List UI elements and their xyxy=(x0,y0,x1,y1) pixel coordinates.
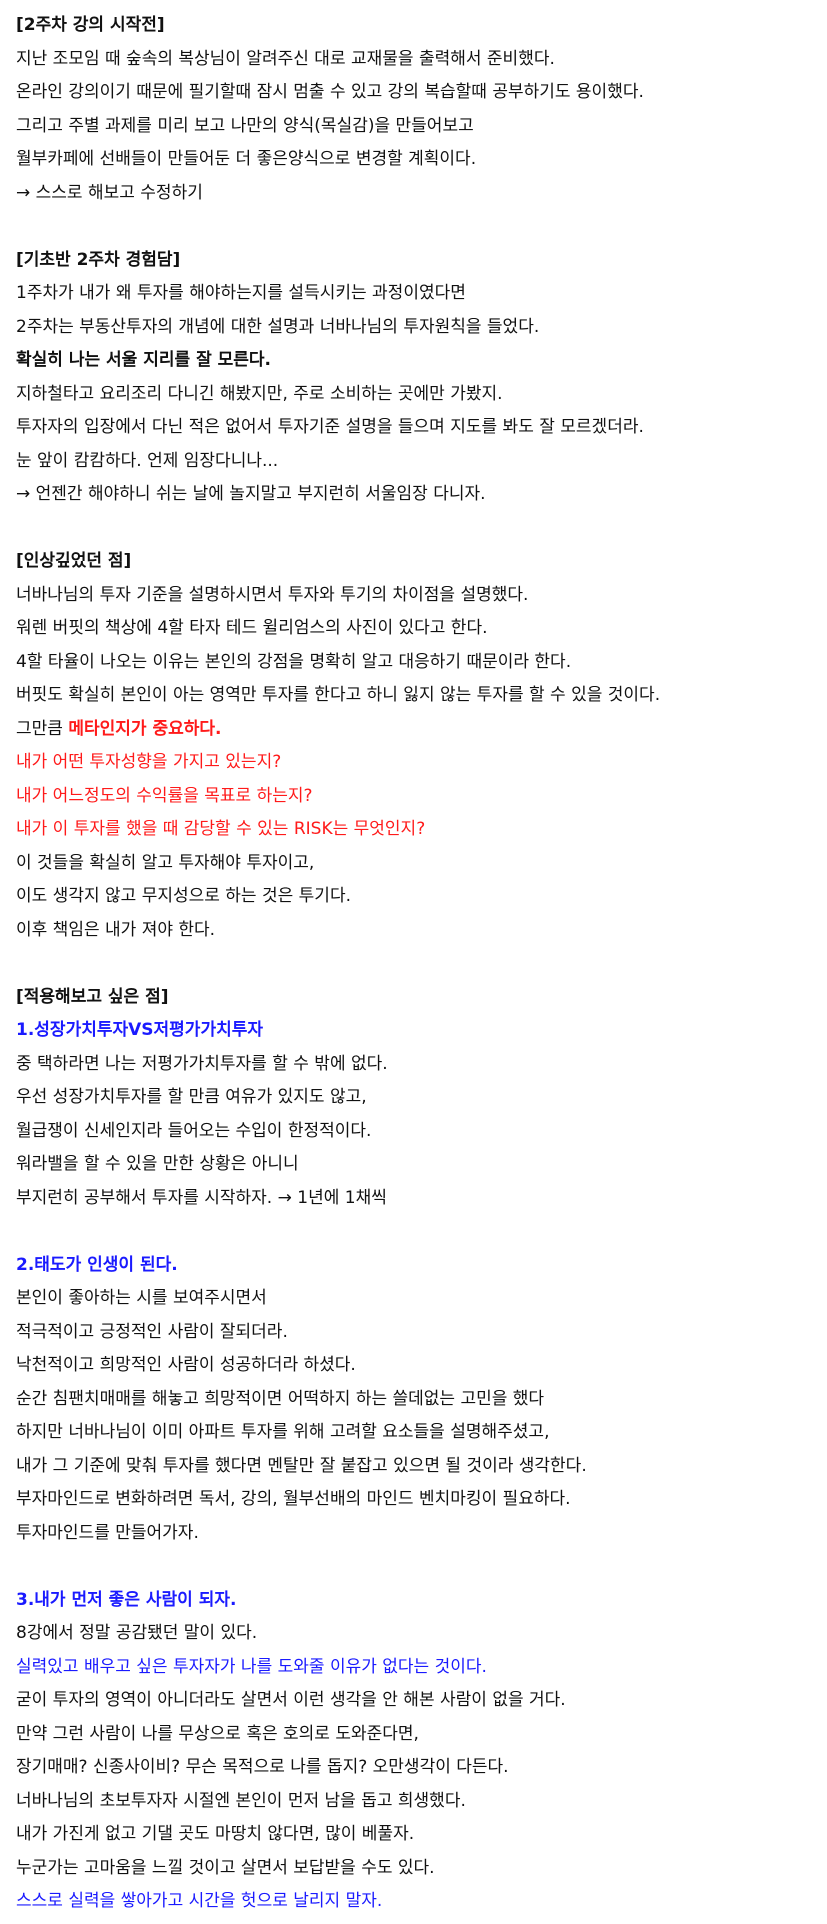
text-line: 너바나님의 투자 기준을 설명하시면서 투자와 투기의 차이점을 설명했다. xyxy=(16,584,529,605)
text-line: 중 택하라면 나는 저평가가치투자를 할 수 밖에 없다. xyxy=(16,1053,388,1074)
text-line: 장기매매? 신종사이비? 무슨 목적으로 나를 돕지? 오만생각이 다든다. xyxy=(16,1757,509,1777)
text-line: 8강에서 정말 공감됐던 말이 있다. xyxy=(16,1623,258,1643)
text-line: 월부카페에 선배들이 만들어둔 더 좋은양식으로 변경할 계획이다. xyxy=(16,149,477,169)
text-line: 하지만 너바나님이 이미 아파트 투자를 위해 고려할 요소들을 설명해주셨고, xyxy=(16,1422,550,1442)
text-line: 워라밸을 할 수 있을 만한 상황은 아니니 xyxy=(16,1154,299,1174)
highlighted-line: 내가 이 투자를 했을 때 감당할 수 있는 RISK는 무엇인지? xyxy=(16,819,426,839)
text-line: 온라인 강의이기 때문에 필기할때 잠시 멈출 수 있고 강의 복습할때 공부하… xyxy=(16,82,644,102)
text-line: 부자마인드로 변화하려면 독서, 강의, 월부선배의 마인드 벤치마킹이 필요하… xyxy=(16,1489,571,1509)
section-heading: [2주차 강의 시작전] xyxy=(16,15,165,35)
text-line: 눈 앞이 캄캄하다. 언제 임장다니나... xyxy=(16,450,279,471)
section-heading: 확실히 나는 서울 지리를 잘 모른다. xyxy=(16,350,272,370)
subsection-heading: 2.태도가 인생이 된다. xyxy=(16,1254,178,1275)
text-line: 지난 조모임 때 숲속의 복상님이 알려주신 대로 교재물을 출력해서 준비했다… xyxy=(16,48,555,69)
section-heading: [적용해보고 싶은 점] xyxy=(16,986,169,1007)
text-line: 이 것들을 확실히 알고 투자해야 투자이고, xyxy=(16,852,315,873)
text-prefix: 그만큼 xyxy=(16,718,69,739)
section-heading: [기초반 2주차 경험담] xyxy=(16,249,181,270)
text-line: 투자자의 입장에서 다닌 적은 없어서 투자기준 설명을 들으며 지도를 봐도 … xyxy=(16,417,644,437)
text-line: 굳이 투자의 영역이 아니더라도 살면서 이런 생각을 안 해본 사람이 없을 … xyxy=(16,1690,566,1710)
text-line: 이후 책임은 내가 져야 한다. xyxy=(16,919,216,940)
text-line: 누군가는 고마움을 느낄 것이고 살면서 보답받을 수도 있다. xyxy=(16,1857,435,1878)
section-heading: [인상깊었던 점] xyxy=(16,551,132,571)
text-line: 지하철타고 요리조리 다니긴 해봤지만, 주로 소비하는 곳에만 가봤지. xyxy=(16,383,503,404)
text-line: 2주차는 부동산투자의 개념에 대한 설명과 너바나님의 투자원칙을 들었다. xyxy=(16,316,540,337)
text-line: 이도 생각지 않고 무지성으로 하는 것은 투기다. xyxy=(16,886,351,906)
text-line: 투자마인드를 만들어가자. xyxy=(16,1522,199,1543)
text-line: 내가 그 기준에 맞춰 투자를 했다면 멘탈만 잘 붙잡고 있으면 될 것이라 … xyxy=(16,1455,587,1476)
text-line: 적극적이고 긍정적인 사람이 잘되더라. xyxy=(16,1321,288,1342)
text-line: 4할 타율이 나오는 이유는 본인의 강점을 명확히 알고 대응하기 때문이라 … xyxy=(16,651,572,672)
text-line: 부지런히 공부해서 투자를 시작하자. → 1년에 1채씩 xyxy=(16,1187,387,1208)
text-line: 1주차가 내가 왜 투자를 해야하는지를 설득시키는 과정이였다면 xyxy=(16,283,466,303)
text-line: 본인이 좋아하는 시를 보여주시면서 xyxy=(16,1288,267,1308)
text-line: 낙천적이고 희망적인 사람이 성공하더라 하셨다. xyxy=(16,1355,356,1375)
text-line: → 언젠간 해야하니 쉬는 날에 놀지말고 부지런히 서울임장 다니자. xyxy=(16,484,486,504)
highlight-text: 메타인지가 중요하다. xyxy=(68,718,222,739)
text-line-mixed: 그만큼 메타인지가 중요하다. xyxy=(16,718,826,740)
highlighted-line: 내가 어떤 투자성향을 가지고 있는지? xyxy=(16,752,282,772)
text-line: 우선 성장가치투자를 할 만큼 여유가 있지도 않고, xyxy=(16,1087,367,1107)
subsection-heading: 1.성장가치투자VS저평가가치투자 xyxy=(16,1020,264,1040)
subsection-heading: 3.내가 먼저 좋은 사람이 되자. xyxy=(16,1589,237,1610)
highlighted-line: 실력있고 배우고 싶은 투자자가 나를 도와줄 이유가 없다는 것이다. xyxy=(16,1656,487,1677)
text-line: 워렌 버핏의 책상에 4할 타자 테드 윌리엄스의 사진이 있다고 한다. xyxy=(16,618,488,638)
text-line: 내가 가진게 없고 기댈 곳도 마땅치 않다면, 많이 베풀자. xyxy=(16,1824,415,1844)
text-line: 그리고 주별 과제를 미리 보고 나만의 양식(목실감)을 만들어보고 xyxy=(16,115,474,136)
text-line: → 스스로 해보고 수정하기 xyxy=(16,182,203,203)
text-line: 순간 침팬치매매를 해놓고 희망적이면 어떡하지 하는 쓸데없는 고민을 했다 xyxy=(16,1388,545,1409)
highlighted-line: 내가 어느정도의 수익률을 목표로 하는지? xyxy=(16,785,313,806)
text-line: 월급쟁이 신세인지라 들어오는 수입이 한정적이다. xyxy=(16,1120,372,1141)
text-line: 만약 그런 사람이 나를 무상으로 혹은 호의로 도와준다면, xyxy=(16,1723,419,1744)
highlighted-line: 스스로 실력을 쌓아가고 시간을 헛으로 날리지 말자. xyxy=(16,1891,383,1911)
text-line: 너바나님의 초보투자자 시절엔 본인이 먼저 남을 돕고 희생했다. xyxy=(16,1790,466,1811)
text-line: 버핏도 확실히 본인이 아는 영역만 투자를 한다고 하니 잃지 않는 투자를 … xyxy=(16,685,661,705)
